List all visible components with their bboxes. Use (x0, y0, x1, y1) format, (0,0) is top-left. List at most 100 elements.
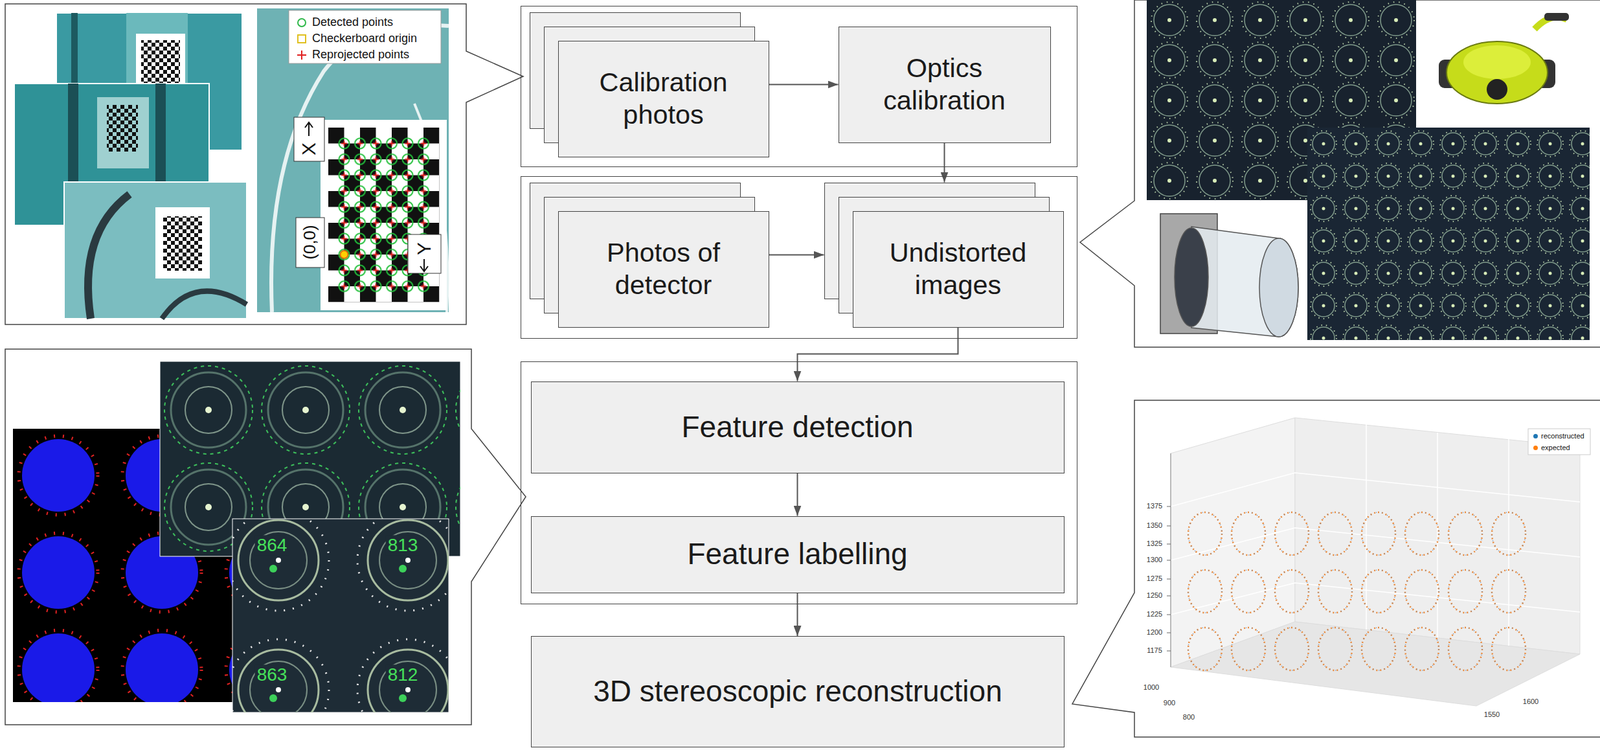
axis-label-box (420, 259, 429, 272)
stacked-box: Calibration photos (529, 12, 770, 158)
tick-label: 1600 (1521, 697, 1541, 707)
axis-label-box (295, 217, 325, 268)
axis-label-box (304, 122, 313, 136)
callout-panel (1072, 400, 1600, 737)
legend-box (297, 50, 307, 60)
legend-text: expected (1541, 443, 1571, 452)
legend-entry: Checkerboard origin (312, 32, 417, 46)
legend-swatch (1533, 445, 1538, 451)
axis-label-box (293, 117, 441, 274)
stack-sheet: Calibration photos (558, 40, 770, 158)
checkerboard-photo (328, 127, 440, 303)
flow-arrow (769, 84, 839, 86)
channel-number: 813 (385, 534, 421, 555)
drone-illustration (1463, 45, 1531, 79)
legend-entry: Reprojected points (312, 48, 410, 62)
tick-label: 1550 (1482, 710, 1502, 720)
process-box: Feature detection (530, 381, 1065, 474)
callout-panel (1080, 0, 1600, 348)
legend-box (297, 34, 306, 43)
stack-sheet: Photos of detector (558, 211, 770, 328)
legend-box (288, 10, 441, 64)
calibration-photo (155, 207, 210, 279)
undistorted-photo (1307, 127, 1590, 340)
legend-entry: expected (1533, 443, 1571, 452)
calibration-photo (64, 181, 247, 319)
stacked-box: Undistorted images (824, 182, 1064, 328)
tick-label: 1300 (1144, 555, 1165, 565)
box-text: Undistorted images (853, 236, 1064, 302)
reconstruction-plot (1183, 505, 1531, 679)
drone-illustration (1544, 12, 1569, 21)
reconstruction-plot (1166, 506, 1171, 651)
tick-label: 900 (1161, 698, 1178, 708)
tick-label: 1200 (1144, 628, 1165, 638)
process-box: 3D stereoscopic reconstruction (530, 635, 1065, 748)
group-box: Feature detectionFeature labelling (520, 361, 1078, 605)
tick-label: 1000 (1141, 683, 1161, 693)
callout-panel (5, 3, 524, 325)
group-box: Calibration photos Optics calibration (520, 5, 1078, 168)
legend-entry: reconstructed (1533, 431, 1585, 440)
calibration-photo (106, 104, 138, 152)
flow-arrow (797, 327, 959, 382)
drone-illustration (1438, 12, 1569, 104)
callout-panel (1072, 400, 1600, 737)
calibration-photo (161, 291, 247, 319)
checkerboard-photo (340, 250, 349, 259)
box-text: Optics calibration (839, 52, 1051, 117)
process-box: Feature labelling (530, 516, 1065, 594)
box-text: 3D stereoscopic reconstruction (585, 673, 1011, 710)
undistorted-photo (1307, 127, 1590, 340)
process-box: Optics calibration (838, 26, 1051, 144)
callout-panel (5, 349, 526, 725)
tick-label: 1225 (1144, 609, 1165, 620)
tick-label: 1350 (1144, 521, 1165, 531)
dome-housing (1160, 213, 1299, 337)
stack-sheet: Undistorted images (852, 211, 1064, 328)
legend-entry: Detected points (312, 16, 394, 30)
legend-text: Checkerboard origin (312, 32, 417, 46)
tick-label: 1250 (1144, 591, 1165, 601)
flow-arrow (797, 593, 799, 637)
drone-illustration (1446, 41, 1548, 104)
calibration-photo (88, 194, 130, 319)
stacked-box: Photos of detector (529, 182, 770, 328)
legend-swatch (1533, 433, 1538, 439)
box-text: Feature labelling (679, 536, 915, 572)
labelling-photo (232, 518, 449, 713)
calibration-photo (163, 216, 203, 271)
checkerboard-photo (271, 25, 449, 313)
undistorted-photo (1307, 127, 1590, 340)
dome-housing (1259, 238, 1299, 337)
checkerboard-photo (320, 119, 447, 311)
tick-label: 1275 (1144, 574, 1165, 584)
legend-text: reconstructed (1541, 431, 1585, 440)
labelling-photo (232, 518, 449, 713)
axis-label-box (293, 117, 325, 162)
calibration-photo (97, 97, 149, 169)
axis-label-box (407, 234, 441, 274)
callout-panel (5, 3, 524, 325)
checkerboard-photo (257, 8, 449, 313)
flow-arrow (769, 254, 825, 256)
flow-arrow (797, 473, 799, 517)
drone-illustration (1486, 78, 1508, 100)
calibration-photo (64, 181, 247, 319)
reconstruction-plot (1139, 404, 1593, 733)
box-text: Photos of detector (558, 236, 769, 302)
axis-label: X (297, 140, 320, 158)
channel-number: 863 (255, 664, 290, 685)
box-text: Feature detection (673, 409, 921, 445)
box-text: Calibration photos (558, 66, 769, 131)
group-box: Photos of detector Undistorted images (520, 176, 1078, 339)
legend-text: Reprojected points (312, 48, 410, 62)
channel-number: 812 (385, 664, 421, 685)
tick-label: 1375 (1144, 501, 1165, 511)
origin-label: (0,0) (300, 222, 320, 261)
axis-label: Y (413, 240, 436, 258)
callout-panel (1080, 0, 1600, 348)
channel-number: 864 (255, 534, 290, 555)
